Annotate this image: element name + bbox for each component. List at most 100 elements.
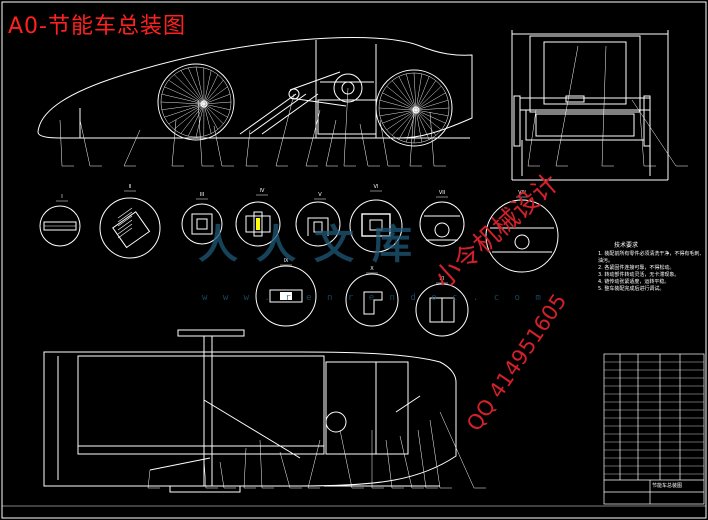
wheel-spoke [405,73,417,111]
top-view-leaders [147,411,486,489]
wheel-rim [157,63,235,141]
drive-sprocket [333,73,363,103]
section-label: IX [284,258,289,264]
leader-line [385,439,393,489]
drawing-title: A0-节能车总装图 [8,14,186,39]
section-label: III [200,192,204,198]
wheel-spoke [398,76,417,111]
wheel-spoke [415,76,430,111]
front-view-leaders [527,45,688,167]
wheel-hub [200,100,208,108]
top-view-front-frame [325,361,409,455]
wheel-spoke [398,109,417,140]
wheel-spoke [168,103,205,125]
leader-line [409,107,415,167]
brand-site-watermark: w w w . r e n r e n d o c . c o m [202,293,546,303]
leader-line [279,451,291,489]
leader-line [343,87,349,167]
wheel-spoke [160,101,205,105]
rear-wheel [375,69,453,147]
detail-lock [361,213,391,237]
strut-2 [249,93,307,135]
wheel-spoke [195,66,205,105]
wheel-spoke [164,103,205,118]
wheel-spoke [188,67,205,105]
wheel-spoke [164,86,205,105]
title-block [603,353,705,505]
top-view-drive-link [203,399,301,459]
detail-hatch [117,223,133,235]
wheel-spoke [415,80,437,111]
leader-line [631,99,677,167]
detail-circle [415,283,469,337]
detail-hatch [117,207,133,219]
wheel-spoke [386,86,417,111]
detail-hatch [117,227,133,239]
wheel-spoke [188,103,205,137]
wheel-spoke [161,103,205,111]
leader-line [399,435,413,489]
wheel-spoke [382,92,417,111]
chain-upper [289,71,341,91]
title-block-text: 节能车总装图 [604,354,702,489]
detail-box-inner [196,218,208,230]
leader-line [417,429,427,489]
leader-line [171,119,177,167]
detail-circle [419,201,465,247]
wheel-spoke [378,107,417,111]
top-view-shell [43,351,457,487]
leader-line [147,469,151,489]
leader-line [379,119,389,167]
strut-1 [239,93,297,135]
leader-line [555,45,579,167]
detail-box [191,213,213,235]
wheel-spoke [203,94,231,105]
detail-circle [235,201,281,247]
wheel-spoke [203,103,231,111]
wheel-spoke [203,101,232,105]
detail-views [39,197,559,337]
wheel-spoke [203,70,212,105]
top-view-rear-axle-bottom [169,485,241,493]
front-view-bracket [565,95,585,103]
leader-line [275,93,295,167]
top-view-steer-arm [395,395,421,413]
detail-pin [269,289,303,303]
section-label: VI [374,184,379,190]
wheel-spoke [203,86,228,105]
wheel-spoke [382,109,417,124]
wheel-spoke [413,109,417,144]
section-label: XI [440,276,445,282]
detail-hatch [117,211,133,223]
detail-bolt-highlight [256,218,260,230]
detail-ring [514,234,530,250]
wheel-spoke [415,109,436,136]
section-label: IV [260,188,265,194]
wheel-spoke [386,109,417,131]
section-label: II [129,184,132,190]
leader-line [245,129,251,167]
wheel-spoke [415,107,450,111]
detail-pin-core [280,292,292,300]
wheel-spoke [203,103,212,134]
top-view-brake-link [149,457,211,471]
detail-ring [434,222,450,238]
front-view-hood [529,35,641,113]
wheel-spoke [379,99,417,111]
detail-circle [349,199,403,253]
technical-note-line: 2. 各紧固件连接可靠，不得松动。 [598,265,675,271]
wheel-spoke [180,70,205,105]
leader-line [123,129,141,167]
wheel-spoke [415,92,446,111]
detail-hatch [117,215,133,227]
front-view-right-wheel [643,95,651,147]
technical-note-line: 3. 转动部件转动灵活，无卡滞现象。 [598,272,680,278]
leader-line [259,439,263,489]
wheel-spoke [392,80,417,111]
wheel-spoke [415,86,442,111]
detail-circle [295,201,341,247]
side-view-leaders [59,87,446,167]
leader-line [59,119,63,167]
